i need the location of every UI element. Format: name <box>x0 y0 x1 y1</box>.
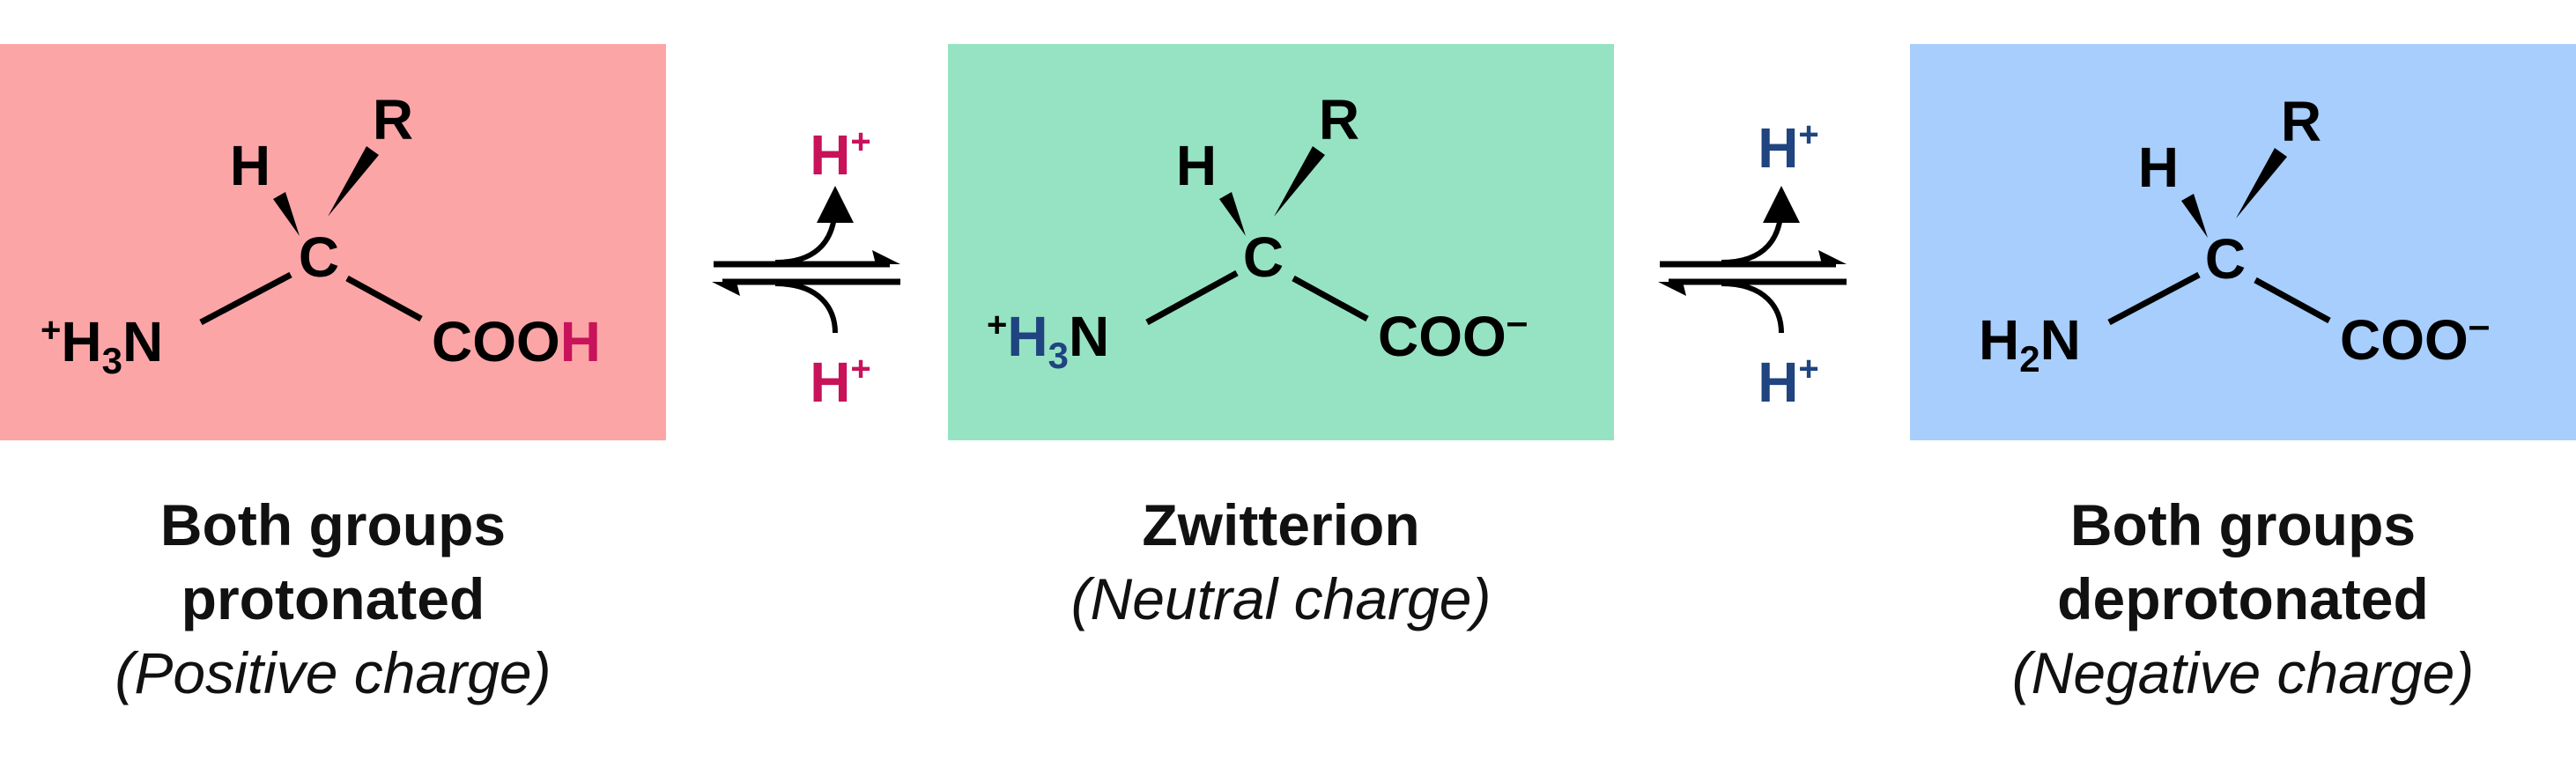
proton-added-label: H+ <box>1758 350 1819 414</box>
caption-title-line1: Both groups <box>2069 492 2417 557</box>
proton-release-curve <box>1721 186 1800 265</box>
carboxylate-group: COO– <box>1378 300 1528 368</box>
wedge-bond-r <box>1274 146 1325 217</box>
proton-released-label: H+ <box>810 122 871 187</box>
hydrogen-label: H <box>230 134 270 197</box>
caption-charge: (Neutral charge) <box>1070 566 1492 631</box>
bond-c-cooh <box>345 275 423 322</box>
amine-group: +H3N <box>41 310 163 381</box>
caption-charge: (Negative charge) <box>2011 640 2475 705</box>
caption-title-line2: deprotonated <box>2057 566 2429 631</box>
equilibrium-arrows-2: H+ H+ <box>1658 115 1847 414</box>
caption-deprotonated: Both groups deprotonated (Negative charg… <box>1910 488 2576 710</box>
wedge-bond-h <box>1219 192 1246 236</box>
state-protonated: C H R +H3N COOH <box>0 44 666 440</box>
proton-added-label: H+ <box>810 350 871 414</box>
caption-zwitterion: Zwitterion (Neutral charge) <box>948 488 1614 636</box>
protonated-box <box>0 44 666 440</box>
caption-charge: (Positive charge) <box>115 640 551 705</box>
bond-c-n <box>2107 271 2201 326</box>
wedge-bond-r <box>2236 148 2287 218</box>
wedge-bond-h <box>273 192 300 236</box>
amine-group: +H3N <box>987 305 1109 376</box>
proton-uptake-curve <box>1721 281 1784 334</box>
carbon-label: C <box>1243 225 1284 289</box>
bond-c-n <box>199 271 292 326</box>
zwitterion-box <box>948 44 1614 440</box>
bond-c-n <box>1145 269 1239 326</box>
hydrogen-label: H <box>1176 134 1217 197</box>
carboxyl-group: COOH <box>432 310 601 373</box>
wedge-bond-h <box>2181 194 2208 238</box>
wedge-bond-r <box>328 146 379 217</box>
proton-uptake-curve <box>774 281 838 334</box>
carbon-label: C <box>2205 227 2246 291</box>
caption-title-line1: Zwitterion <box>1142 492 1420 557</box>
caption-title-line1: Both groups <box>159 492 507 557</box>
caption-title-line2: protonated <box>181 566 485 631</box>
proton-released-label: H+ <box>1758 115 1819 180</box>
r-group-label: R <box>2281 90 2321 153</box>
r-group-label: R <box>373 88 413 151</box>
hydrogen-label: H <box>2138 136 2179 199</box>
bond-c-coo <box>2254 277 2331 324</box>
proton-release-curve <box>774 186 854 265</box>
carboxylate-group: COO– <box>2340 304 2490 372</box>
bond-c-coo <box>1292 275 1369 322</box>
carbon-label: C <box>299 225 339 289</box>
r-group-label: R <box>1319 88 1359 151</box>
state-deprotonated: C H R H2N COO– <box>1910 44 2576 440</box>
state-zwitterion: C H R +H3N COO– <box>948 44 1614 440</box>
equilibrium-arrows-1: H+ H+ <box>712 122 900 414</box>
caption-protonated: Both groups protonated (Positive charge) <box>0 488 666 710</box>
amine-group: H2N <box>1979 308 2081 380</box>
deprotonated-box <box>1910 44 2576 440</box>
